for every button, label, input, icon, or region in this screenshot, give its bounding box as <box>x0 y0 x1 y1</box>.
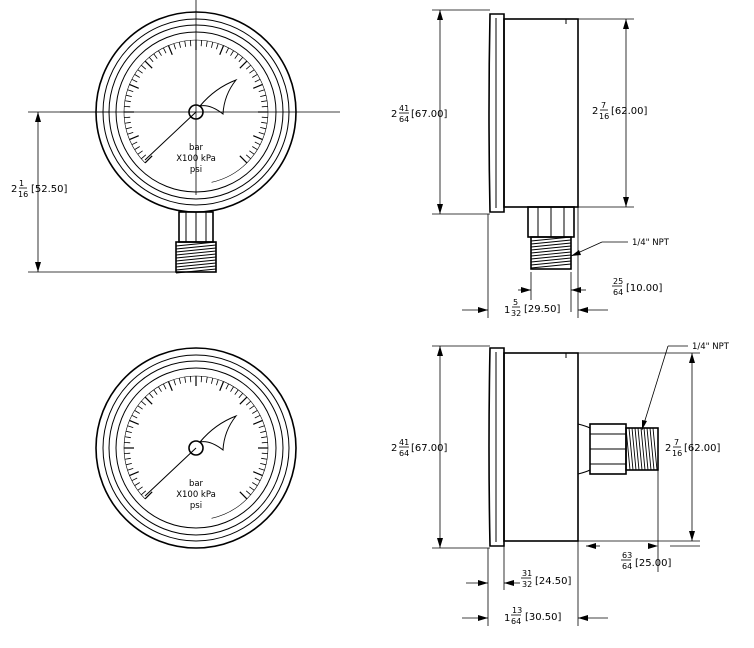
dim-side2-case: 2 41 64 [67.00] <box>391 438 448 458</box>
svg-text:[62.00]: [62.00] <box>684 443 721 454</box>
svg-text:64: 64 <box>613 288 623 297</box>
pointer-tail <box>198 78 238 115</box>
svg-text:32: 32 <box>522 580 532 589</box>
svg-text:7: 7 <box>674 438 679 447</box>
svg-text:1: 1 <box>504 305 510 316</box>
svg-text:16: 16 <box>18 190 28 199</box>
svg-text:16: 16 <box>672 449 682 458</box>
svg-text:[67.00]: [67.00] <box>411 443 448 454</box>
svg-text:1: 1 <box>504 613 510 624</box>
svg-text:[25.00]: [25.00] <box>635 558 672 569</box>
svg-text:[52.50]: [52.50] <box>31 184 68 195</box>
dim-side2-depth: 1 13 64 [30.50] <box>504 606 562 626</box>
svg-text:[30.50]: [30.50] <box>525 612 562 623</box>
dial-label-bar: bar <box>189 143 204 153</box>
pointer-hub-2 <box>188 440 204 456</box>
svg-text:7: 7 <box>601 101 606 110</box>
svg-text:31: 31 <box>522 569 532 578</box>
side-view-lower-mount: 2 41 64 [67.00] 2 7 16 [62.00] 1/4" NPT <box>391 9 670 318</box>
svg-text:25: 25 <box>613 277 623 286</box>
svg-text:2: 2 <box>391 443 397 454</box>
svg-text:2: 2 <box>592 106 598 117</box>
svg-text:32: 32 <box>511 309 521 318</box>
dim-side1-depth: 1 5 32 [29.50] <box>504 298 561 318</box>
pointer-needle-2 <box>144 447 197 497</box>
svg-text:41: 41 <box>399 104 409 113</box>
side-case <box>503 18 579 208</box>
dim-side2-body: 31 32 [24.50] <box>521 569 572 589</box>
bezel-ring-2 <box>102 354 290 542</box>
dial-tick-marks <box>123 39 269 185</box>
svg-text:64: 64 <box>511 617 521 626</box>
svg-text:[67.00]: [67.00] <box>411 109 448 120</box>
svg-text:5: 5 <box>513 298 518 307</box>
svg-text:13: 13 <box>512 606 522 615</box>
side-view-back-mount: 2 41 64 [67.00] 2 7 16 [62.00] 1/4" NPT <box>391 342 730 626</box>
svg-text:[29.50]: [29.50] <box>524 304 561 315</box>
dial-edge-2 <box>115 367 277 529</box>
dial-label-bar-2: bar <box>189 479 204 489</box>
side-case-2 <box>503 352 579 542</box>
svg-text:64: 64 <box>399 449 409 458</box>
svg-text:[62.00]: [62.00] <box>611 106 648 117</box>
front-view-back-mount: bar X100 kPa psi <box>95 347 297 549</box>
svg-text:[10.00]: [10.00] <box>626 283 663 294</box>
dial-tick-marks-2 <box>123 375 269 521</box>
npt-label-2: 1/4" NPT <box>692 342 730 352</box>
dim-side1-case: 2 41 64 [67.00] <box>391 104 448 124</box>
dial-label-kpa: X100 kPa <box>176 154 216 164</box>
dim-front-height: 2 1 16 [52.50] <box>11 179 68 199</box>
dial-label-psi: psi <box>190 165 202 175</box>
npt-label-1: 1/4" NPT <box>632 238 670 248</box>
dim-side1-inner: 2 7 16 [62.00] <box>592 101 648 121</box>
side-bezel-2 <box>488 347 505 547</box>
pointer-needle <box>144 111 197 161</box>
pointer-tail-2 <box>198 414 238 451</box>
svg-text:[24.50]: [24.50] <box>535 576 572 587</box>
svg-text:2: 2 <box>11 184 17 195</box>
front-view-lower-mount: bar X100 kPa psi 2 1 16 [52.50] <box>11 0 340 274</box>
dim-side2-inner: 2 7 16 [62.00] <box>665 438 721 458</box>
svg-text:63: 63 <box>622 551 632 560</box>
svg-text:64: 64 <box>399 115 409 124</box>
dial-label-kpa-2: X100 kPa <box>176 490 216 500</box>
dial-edge <box>115 31 277 193</box>
dial-label-psi-2: psi <box>190 501 202 511</box>
dim-side2-stem: 63 64 [25.00] <box>621 551 672 571</box>
side-bezel <box>488 13 505 213</box>
svg-text:41: 41 <box>399 438 409 447</box>
svg-text:64: 64 <box>622 562 632 571</box>
pointer-hub <box>188 104 204 120</box>
dim-side1-stem: 25 64 [10.00] <box>612 277 663 297</box>
svg-text:1: 1 <box>19 179 24 188</box>
svg-text:2: 2 <box>391 109 397 120</box>
bezel-inner-2 <box>108 360 284 536</box>
bezel-outer-2 <box>95 347 297 549</box>
svg-text:2: 2 <box>665 443 671 454</box>
svg-text:16: 16 <box>599 112 609 121</box>
